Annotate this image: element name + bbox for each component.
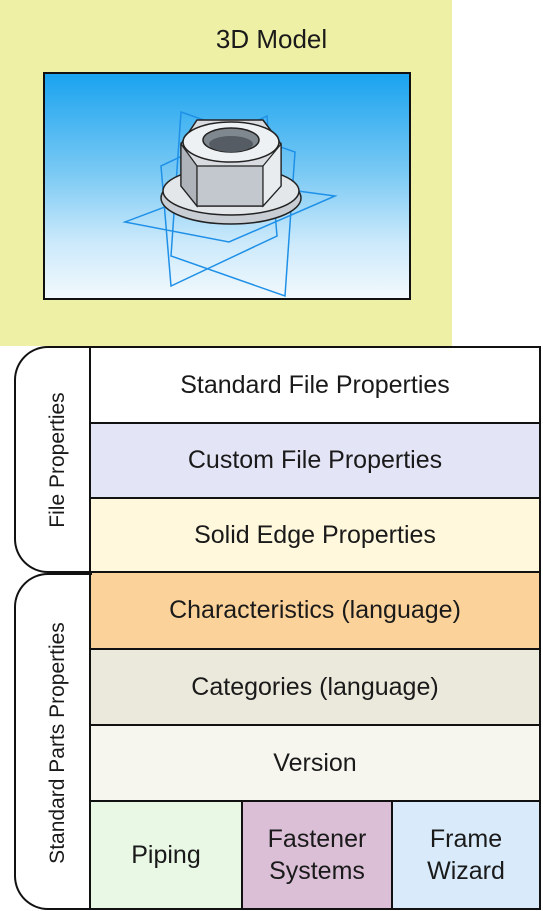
categories-row: Categories (language) [89,648,541,726]
version-row: Version [89,724,541,802]
model-block: 3D Model [0,0,452,346]
characteristics-row: Characteristics (language) [89,571,541,650]
frame-label-line1: Frame [429,824,503,853]
file-properties-label: File Properties [46,392,69,528]
model-viewport [43,72,411,300]
solid-edge-properties-row: Solid Edge Properties [89,497,541,573]
fastener-systems-cell: Fastener Systems [241,800,393,910]
file-properties-bracket [14,346,92,573]
standard-parts-properties-bracket [14,573,92,910]
frame-label-line2: Wizard [427,857,505,885]
standard-file-properties-row: Standard File Properties [89,346,541,424]
piping-label: Piping [131,840,201,869]
frame-wizard-cell: Frame Wizard [391,800,541,910]
fastener-label-line1: Fastener [267,824,367,853]
piping-cell: Piping [89,800,243,910]
model-title: 3D Model [215,24,328,54]
flange-nut-icon [122,110,338,298]
custom-file-properties-row: Custom File Properties [89,422,541,499]
fastener-label-line2: Systems [269,857,365,885]
standard-parts-properties-label: Standard Parts Properties [46,622,69,864]
